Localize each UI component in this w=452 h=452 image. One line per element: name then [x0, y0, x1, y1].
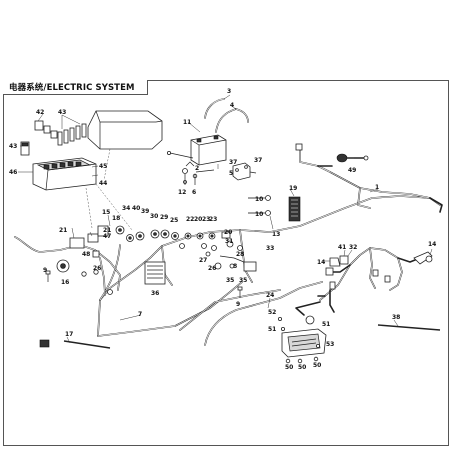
- callout-5: 5: [229, 170, 233, 177]
- bolt-9: [45, 270, 243, 298]
- callout-35: 35: [226, 277, 234, 284]
- callout-50: 50: [285, 364, 293, 371]
- callout-39: 39: [141, 208, 149, 215]
- callout-13: 13: [272, 231, 280, 238]
- diagram-title: 电器系统/ELECTRIC SYSTEM: [9, 83, 135, 93]
- callout-27: 27: [199, 257, 207, 264]
- callout-19: 19: [289, 185, 297, 192]
- callout-9-b: 9: [236, 301, 240, 308]
- callout-52: 52: [268, 309, 276, 316]
- front-wire-harness: [295, 143, 443, 213]
- connectors-row: [115, 225, 243, 251]
- fuses-group: [57, 123, 87, 146]
- callout-7: 7: [138, 311, 142, 318]
- callout-2: 2: [195, 165, 199, 172]
- cable-tie-17: [39, 339, 111, 349]
- callout-12: 12: [178, 189, 186, 196]
- callout-18: 18: [112, 215, 120, 222]
- callout-labels: 42 43 43 46 45 44 3 4 11 2 12 6 37 37 5 …: [9, 88, 436, 371]
- callout-24: 24: [266, 292, 274, 299]
- callout-50-c: 50: [313, 362, 321, 369]
- callout-14-b: 14: [428, 241, 436, 248]
- callout-10-b: 10: [255, 211, 263, 218]
- callout-30: 30: [150, 213, 158, 220]
- callout-42: 42: [36, 109, 44, 116]
- callout-43: 43: [58, 109, 66, 116]
- battery-cable-negative: [204, 98, 225, 119]
- fuse-box-base: [32, 157, 97, 191]
- callout-47: 47: [103, 233, 111, 240]
- callout-41: 41: [338, 244, 346, 251]
- callout-26: 26: [93, 265, 101, 272]
- fuse-puller: [20, 141, 30, 156]
- callout-9: 9: [43, 267, 47, 274]
- main-wire-harness: [97, 195, 441, 346]
- fuse-box-cover: [87, 110, 163, 150]
- callout-6: 6: [192, 189, 196, 196]
- fuse-box-dashes: [85, 148, 133, 231]
- callout-28: 28: [236, 251, 244, 258]
- callout-43-puller: 43: [9, 143, 17, 150]
- callout-46: 46: [9, 169, 17, 176]
- callout-21-b: 21: [103, 227, 111, 234]
- callout-20: 20: [194, 216, 202, 223]
- callout-31: 31: [225, 238, 233, 245]
- callout-51: 51: [268, 326, 276, 333]
- callout-37: 37: [229, 159, 237, 166]
- callout-51-b: 51: [322, 321, 330, 328]
- callout-23: 23: [202, 216, 210, 223]
- callout-35-b: 35: [239, 277, 247, 284]
- callout-36: 36: [151, 290, 159, 297]
- callout-32: 32: [349, 244, 357, 251]
- callout-10: 10: [255, 196, 263, 203]
- callout-49: 49: [348, 167, 356, 174]
- title-box: 电器系统/ELECTRIC SYSTEM: [3, 80, 148, 95]
- callout-34: 34: [122, 205, 130, 212]
- rear-wire-harness: [317, 247, 433, 313]
- callout-20-b: 20: [224, 229, 232, 236]
- cable-tie-38: [377, 324, 441, 331]
- callout-33: 33: [266, 245, 274, 252]
- accessory-module: [277, 301, 327, 364]
- callout-29: 29: [160, 214, 168, 221]
- callout-44: 44: [99, 180, 107, 187]
- switch-cluster: [214, 255, 257, 272]
- sensor-14: [329, 255, 433, 267]
- callout-23-b: 23: [209, 216, 217, 223]
- callout-21: 21: [59, 227, 67, 234]
- relays-group: [34, 120, 58, 139]
- callout-16: 16: [61, 279, 69, 286]
- callout-25: 25: [170, 217, 178, 224]
- sensor-48: [92, 250, 211, 258]
- callout-48: 48: [82, 251, 90, 258]
- control-unit: [144, 261, 166, 285]
- callout-53: 53: [326, 341, 334, 348]
- callout-14: 14: [317, 259, 325, 266]
- battery-cable-positive: [215, 108, 249, 133]
- callout-8: 8: [233, 263, 237, 270]
- battery: [190, 134, 227, 166]
- leader-lines: [18, 94, 433, 344]
- callout-40: 40: [132, 205, 140, 212]
- left-wire-harness: [14, 225, 121, 296]
- callout-26-b: 26: [208, 265, 216, 272]
- starter-relay: [232, 162, 257, 181]
- callout-3: 3: [227, 88, 231, 95]
- callout-4: 4: [230, 102, 234, 109]
- callout-22: 22: [186, 216, 194, 223]
- clip-6: [184, 161, 196, 185]
- callout-15: 15: [102, 209, 110, 216]
- callout-37-b: 37: [254, 157, 262, 164]
- callout-38: 38: [392, 314, 400, 321]
- horn: [56, 259, 70, 273]
- callout-11: 11: [183, 119, 191, 126]
- voltage-regulator: [288, 196, 301, 222]
- callout-50-b: 50: [298, 364, 306, 371]
- callout-45: 45: [99, 163, 107, 170]
- callout-1: 1: [375, 184, 379, 191]
- callout-17: 17: [65, 331, 73, 338]
